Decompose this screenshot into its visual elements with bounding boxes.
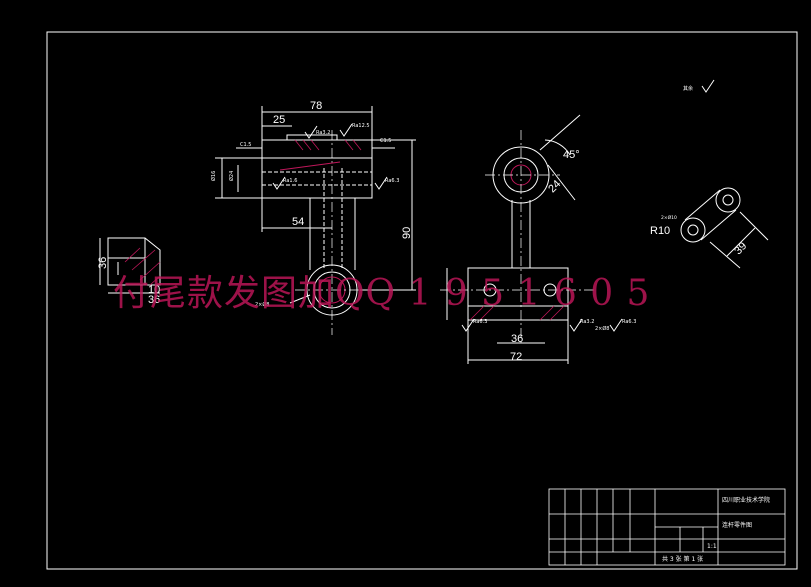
section-dim-w1: 10 [148,284,160,296]
dim-dia-16: Ø16 [210,171,217,181]
roughness-rest: 其余 [683,85,693,92]
side-dim-angle: 45° [563,149,580,161]
title-sheet-info: 共 3 张 第 1 张 [662,555,703,563]
dim-top-width: 78 [310,100,322,112]
chamfer-label-2: C1.5 [380,138,391,144]
dim-arm-offset: 54 [292,216,304,228]
watermark-text: 付尾款发图加QQ 1 9 5 1 6 0 5 [113,273,650,314]
dim-dia-24: Ø24 [228,171,235,181]
thread-label-1: 2×Ø8 [255,301,270,308]
detail-dim-radius: R10 [650,225,670,237]
roughness-label-2: Ra12.5 [352,123,370,129]
roughness-rest-symbol [701,79,715,93]
thread-label-2: 2×Ø8 [595,325,610,332]
side-view [440,114,623,364]
roughness-label-4: Ra6.3 [385,178,399,184]
section-view [99,237,161,294]
side-dim-outer: 72 [510,351,522,363]
chamfer-label-1: C1.5 [240,142,251,148]
title-part-name: 连杆零件图 [722,521,752,529]
detail-view [680,187,769,269]
section-dim-w2: 36 [148,294,160,306]
title-scale: 1:1 [707,543,717,550]
dim-left-offset: 25 [273,114,285,126]
roughness-label-5: Ra6.3 [473,319,487,325]
title-block [548,488,786,566]
dim-height: 90 [401,227,413,239]
sheet-border [46,31,798,570]
detail-dim-len: 39 [732,240,749,257]
roughness-label-3: Ra1.6 [283,178,297,184]
roughness-label-7: Ra6.3 [622,319,636,325]
section-dim-height: 36 [97,257,109,269]
title-school: 四川职业技术学院 [722,496,770,504]
thread-label-3: 2×Ø10 [661,214,677,221]
side-dim-inner: 36 [511,333,523,345]
front-view [215,106,416,335]
roughness-label-6: Ra3.2 [580,319,594,325]
roughness-label-1: Ra3.2 [316,130,330,136]
